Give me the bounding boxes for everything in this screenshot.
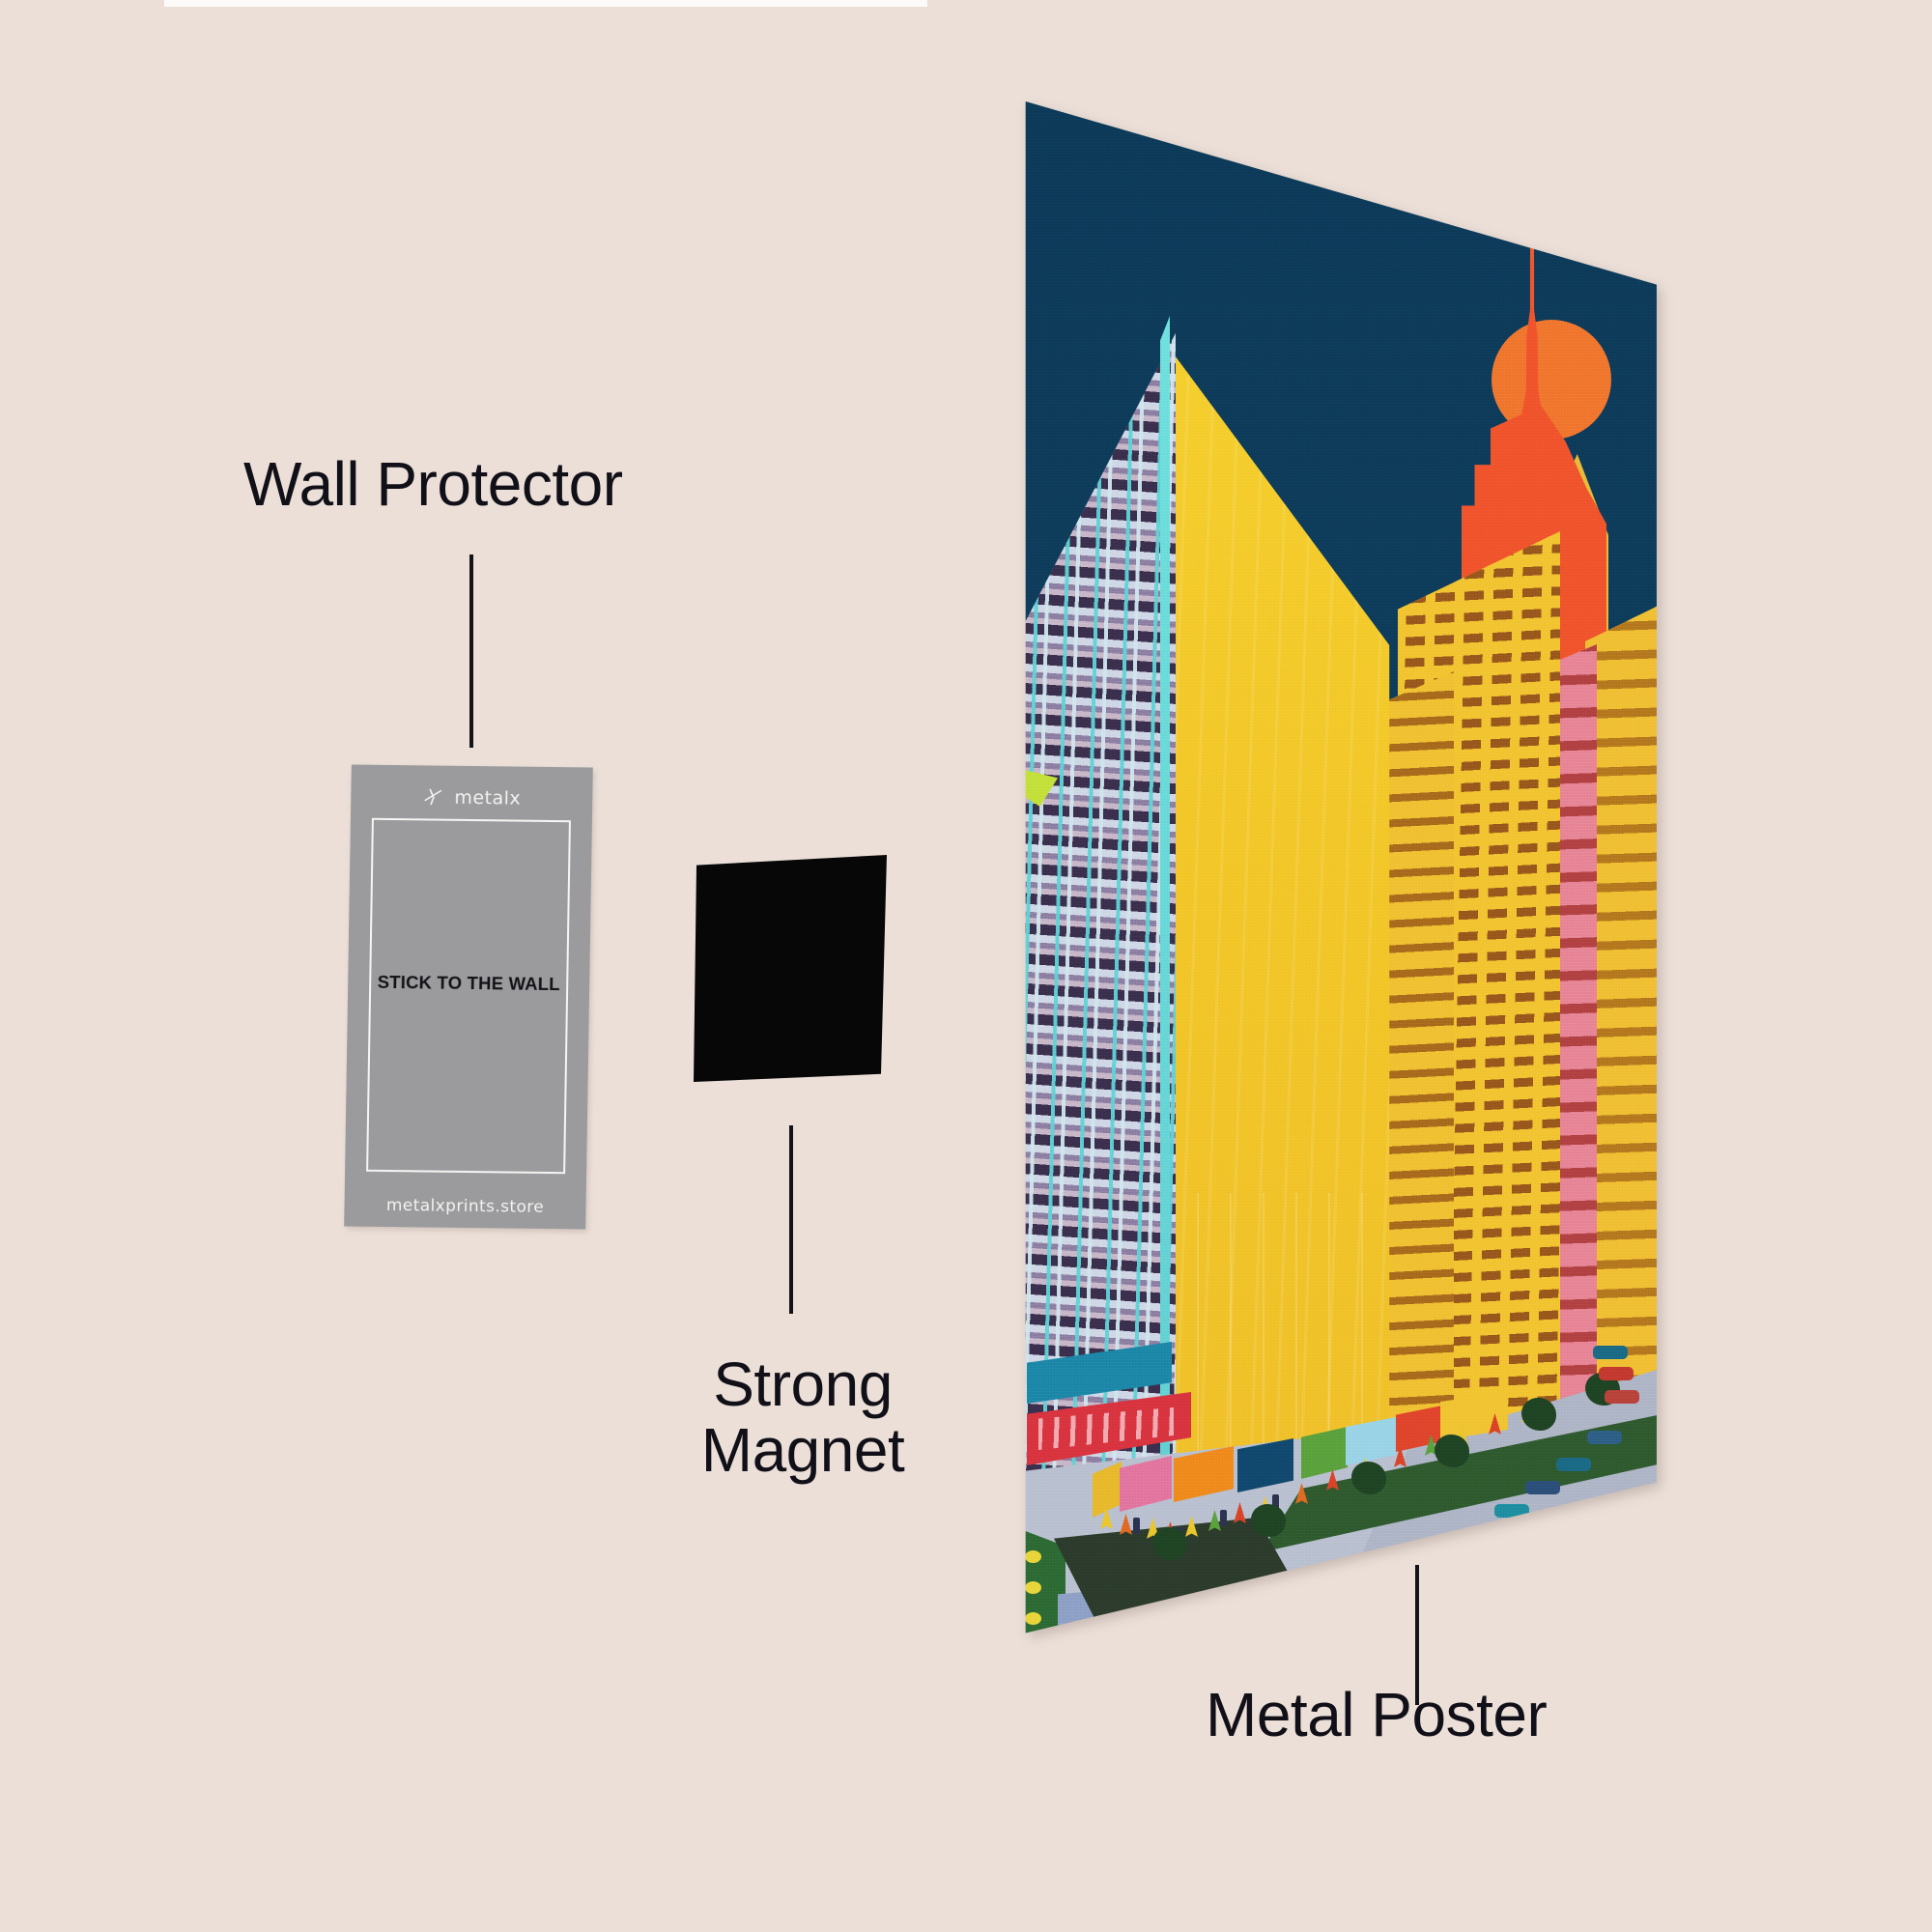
parked-car <box>1587 1431 1622 1444</box>
street-tree <box>1152 1527 1187 1560</box>
street-tree <box>1251 1504 1286 1537</box>
parked-car <box>1525 1481 1560 1494</box>
card-store-url: metalxprints.store <box>385 1196 545 1217</box>
metal-poster[interactable] <box>1019 92 1666 1647</box>
print-grain-texture <box>1025 100 1657 1634</box>
brand-wordmark: metalx <box>454 786 522 810</box>
hero-tower-corner-edge <box>1160 316 1170 1545</box>
card-headline: STICK TO THE WALL <box>377 971 560 995</box>
spire-needle <box>1530 234 1534 272</box>
metal-poster-label: Metal Poster <box>1206 1680 1548 1749</box>
street-tree <box>1435 1435 1469 1467</box>
parked-car <box>1605 1390 1639 1404</box>
parked-car <box>1556 1458 1591 1471</box>
street-tree <box>1351 1462 1386 1494</box>
pedestrian <box>1133 1518 1140 1534</box>
street-tree <box>1521 1398 1556 1431</box>
wall-protector-card-face: metalx STICK TO THE WALL metalxprints.st… <box>344 764 593 1230</box>
pedestrian <box>1220 1510 1227 1526</box>
brand-logo: metalx <box>351 785 592 811</box>
parked-car <box>1599 1367 1634 1380</box>
strong-magnet-square[interactable] <box>694 855 887 1082</box>
poster-artwork <box>1025 100 1657 1634</box>
wall-protector-card[interactable]: metalx STICK TO THE WALL metalxprints.st… <box>344 764 593 1230</box>
strong-magnet-label: Strong Magnet <box>700 1350 905 1485</box>
parked-car <box>1494 1504 1529 1518</box>
top-edge-strip <box>164 0 927 7</box>
metalx-cross-icon <box>422 785 445 809</box>
strong-magnet-leader-line <box>789 1125 793 1314</box>
metal-poster-surface <box>1025 100 1657 1634</box>
street-level-scene <box>1025 1338 1657 1634</box>
metal-poster-leader-line <box>1415 1565 1419 1705</box>
card-inner-border <box>366 817 571 1175</box>
wall-protector-label: Wall Protector <box>243 449 623 519</box>
wall-protector-leader-line <box>469 554 473 748</box>
pedestrian <box>1272 1494 1279 1511</box>
hero-tower-yellow-face <box>1164 340 1390 1541</box>
parked-car <box>1593 1346 1628 1359</box>
